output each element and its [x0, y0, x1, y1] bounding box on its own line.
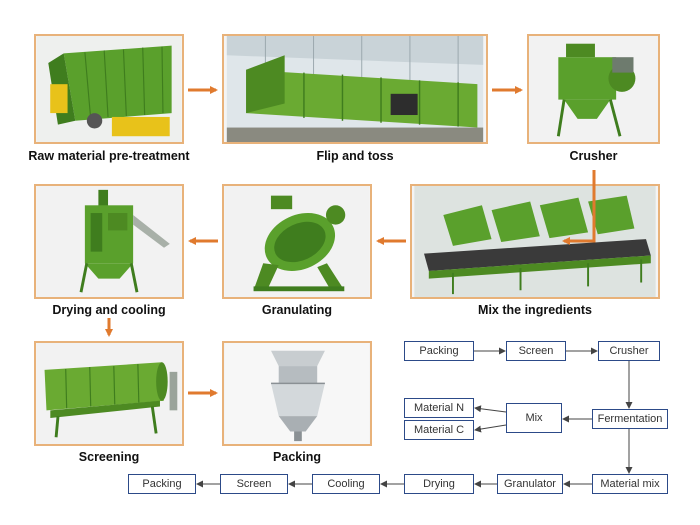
- caption-granulating: Granulating: [261, 303, 333, 317]
- photo-mix-ingredients: [410, 184, 660, 299]
- photo-raw-material: [34, 34, 184, 144]
- batching-machine-icon: [414, 186, 656, 297]
- flow-box-mix: Mix: [506, 403, 562, 433]
- flow-box-granulator: Granulator: [497, 474, 563, 494]
- rotary-screener-icon: [36, 343, 182, 444]
- dryer-cooler-tower-icon: [36, 186, 182, 297]
- compost-turner-greenhouse-icon: [226, 36, 484, 142]
- photo-crusher: [527, 34, 660, 144]
- flow-box-screen-top: Screen: [506, 341, 566, 361]
- flow-box-screen-bottom: Screen: [220, 474, 288, 494]
- flow-box-material-n: Material N: [404, 398, 474, 418]
- flow-box-crusher: Crusher: [598, 341, 660, 361]
- caption-drying-cooling: Drying and cooling: [52, 303, 166, 317]
- caption-mix-ingredients: Mix the ingredients: [478, 303, 592, 317]
- flow-box-fermentation: Fermentation: [592, 409, 668, 429]
- flow-box-packing-bottom: Packing: [128, 474, 196, 494]
- compost-pretreatment-machine-icon: [36, 36, 182, 142]
- packing-machine-icon: [224, 343, 370, 444]
- photo-flip-and-toss: [222, 34, 488, 144]
- flow-box-drying: Drying: [404, 474, 474, 494]
- caption-crusher: Crusher: [569, 149, 618, 163]
- photo-screening: [34, 341, 184, 446]
- caption-raw-material: Raw material pre-treatment: [28, 149, 190, 163]
- disc-granulator-icon: [224, 186, 370, 297]
- photo-granulating: [222, 184, 372, 299]
- photo-packing: [222, 341, 372, 446]
- caption-screening: Screening: [78, 450, 140, 464]
- flow-box-cooling: Cooling: [312, 474, 380, 494]
- vertical-crusher-icon: [529, 36, 658, 142]
- flow-box-material-c: Material C: [404, 420, 474, 440]
- flow-box-packing-top: Packing: [404, 341, 474, 361]
- flow-box-material-mix: Material mix: [592, 474, 668, 494]
- caption-flip-and-toss: Flip and toss: [316, 149, 394, 163]
- caption-packing: Packing: [273, 450, 321, 464]
- photo-drying-cooling: [34, 184, 184, 299]
